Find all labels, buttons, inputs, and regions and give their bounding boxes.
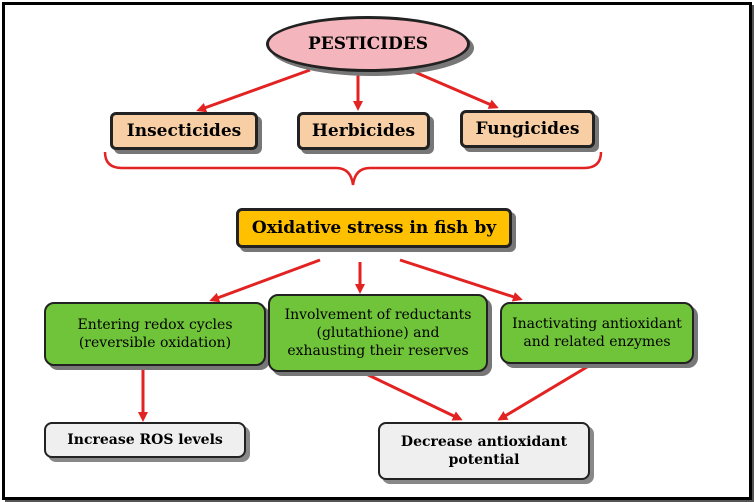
- arrow-reductants-decrease: [361, 370, 463, 421]
- node-decrease-antioxidant: Decrease antioxidant potential: [378, 422, 590, 480]
- node-inactivating-line-1: Inactivating antioxidant: [512, 315, 682, 332]
- node-oxidative-stress-label: Oxidative stress in fish by: [251, 218, 497, 238]
- node-reductants-line-1: Involvement of reductants: [284, 306, 472, 323]
- node-reductants: Involvement of reductants (glutathione) …: [268, 294, 488, 372]
- node-redox-line-2: (reversible oxidation): [78, 335, 232, 351]
- node-inactivating-line-2: and related enzymes: [523, 334, 671, 350]
- node-increase-ros: Increase ROS levels: [44, 422, 246, 458]
- arrow-pesticides-fungicides: [409, 68, 499, 109]
- node-herbicides-label: Herbicides: [311, 121, 416, 141]
- node-redox-line-1: Entering redox cycles: [77, 316, 233, 333]
- node-fungicides-label: Fungicides: [475, 119, 580, 139]
- node-pesticides-label: PESTICIDES: [307, 34, 429, 54]
- node-reductants-line-3: exhausting their reserves: [287, 343, 469, 360]
- arrow-pesticides-insecticides: [196, 68, 311, 113]
- arrow-stress-inactivating: [399, 258, 523, 302]
- node-decrease-line-2: potential: [448, 452, 520, 468]
- node-increase-ros-label: Increase ROS levels: [67, 431, 223, 448]
- node-fungicides: Fungicides: [460, 110, 595, 148]
- node-decrease-line-1: Decrease antioxidant: [400, 433, 568, 450]
- node-oxidative-stress: Oxidative stress in fish by: [236, 208, 512, 248]
- brace: [103, 151, 603, 186]
- node-pesticides: PESTICIDES: [266, 16, 470, 72]
- node-herbicides: Herbicides: [297, 112, 430, 150]
- node-inactivating: Inactivating antioxidant and related enz…: [500, 302, 694, 364]
- node-insecticides: Insecticides: [110, 112, 258, 150]
- arrow-stress-redox: [209, 258, 321, 303]
- node-redox-cycles: Entering redox cycles (reversible oxidat…: [44, 302, 266, 366]
- node-insecticides-label: Insecticides: [126, 121, 242, 141]
- arrow-inactivating-decrease: [497, 362, 593, 421]
- node-reductants-line-2: (glutathione) and: [316, 324, 440, 341]
